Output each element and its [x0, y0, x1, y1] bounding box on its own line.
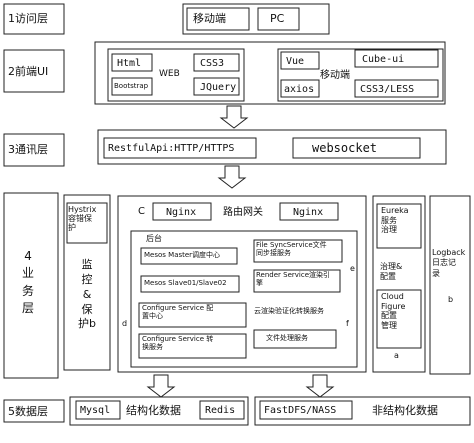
arrow-business-to-unstructured [305, 374, 335, 398]
cloud-figure-box [376, 289, 422, 349]
file-proc-label: 文件处理服务 [266, 334, 308, 342]
websocket-label: websocket [312, 141, 378, 155]
config-convert-box [138, 333, 247, 359]
governance-a: a [394, 351, 399, 360]
jquery-box [193, 77, 240, 96]
config-center-label: Configure Service 配 置中心 [142, 304, 214, 320]
governance-label: 治理& 配置 [380, 262, 403, 282]
backend-d: d [122, 319, 128, 328]
css3-label: CSS3 [200, 58, 225, 69]
file-proc-box [253, 329, 337, 349]
vue-box [280, 51, 320, 70]
css-less-box [354, 79, 439, 98]
nginx2-label: Nginx [293, 207, 324, 218]
nginx2-box [279, 202, 339, 221]
file-sync-label: File SyncService文件 同步接服务 [256, 241, 327, 257]
axios-box [280, 79, 320, 98]
logback-box [429, 195, 471, 375]
html-label: Html [117, 58, 142, 69]
layer-label-access: 1访问层 [8, 12, 48, 25]
access-pc: PC [270, 12, 285, 25]
render-box [253, 269, 341, 293]
css3-box [193, 53, 240, 72]
backend-title: 后台 [146, 234, 162, 243]
mesos-slave-label: Mesos Slave01/Slave02 [144, 279, 227, 287]
business-core-box [117, 195, 367, 373]
cube-box [354, 49, 439, 68]
monitor-label: 监 控 & 保 护b [78, 258, 96, 331]
hystrix-label: Hystrix 容错保 护 [68, 205, 97, 232]
mesos-master-box [140, 247, 238, 265]
restful-label: RestfulApi:HTTP/HTTPS [108, 143, 235, 154]
cloud-render-label: 云渲染验证化转换服务 [254, 307, 324, 315]
layer-label-box-frontend [3, 49, 65, 93]
unstructured-row-box [254, 396, 471, 426]
structured-label: 结构化数据 [126, 404, 181, 417]
logback-b: b [448, 295, 454, 304]
cube-label: Cube-ui [362, 54, 405, 65]
nginx1-label: Nginx [166, 207, 197, 218]
pc-box [257, 7, 300, 31]
backend-e: e [350, 264, 355, 273]
websocket-box [292, 137, 421, 159]
cloud-figure-label: Cloud Figure 配置 管理 [381, 292, 406, 330]
redis-box [199, 400, 245, 420]
web-group-label: WEB [159, 69, 180, 79]
backend-box [130, 230, 358, 368]
redis-label: Redis [205, 405, 236, 416]
render-label: Render Service渲染引 擎 [256, 271, 331, 287]
axios-label: axios [284, 84, 315, 95]
html-box [111, 53, 153, 72]
layer-label-box-business [3, 192, 59, 379]
access-mobile: 移动端 [193, 12, 226, 25]
hystrix-box [66, 202, 108, 244]
logback-label: Logback 日志记 录 [432, 248, 466, 278]
config-center-box [138, 302, 247, 328]
frontend-row-box [94, 41, 446, 105]
arrow-frontend-to-comm [219, 105, 249, 129]
config-convert-label: Configure Service 转 换服务 [142, 335, 214, 351]
layer-label-business: 4 业 务 层 [22, 249, 35, 316]
layer-label-comm: 3通讯层 [8, 143, 48, 156]
bootstrap-label: Bootstrap [114, 82, 149, 90]
nginx1-box [152, 202, 212, 221]
mobile-group-box [277, 48, 444, 102]
mesos-slave-box [140, 275, 240, 293]
gateway-label: 路由网关 [223, 207, 263, 218]
jquery-label: JQuery [200, 82, 237, 93]
css-less-label: CSS3/LESS [360, 84, 415, 95]
bootstrap-box [111, 77, 153, 96]
arrow-comm-to-business [217, 165, 247, 189]
layer-label-box-comm [3, 133, 65, 167]
fastdfs-box [259, 400, 353, 420]
structured-row-box [69, 396, 249, 426]
mesos-master-label: Mesos Master调度中心 [144, 251, 221, 259]
layer-label-box-access [3, 3, 65, 35]
mysql-label: Mysql [80, 405, 111, 416]
mysql-box [75, 400, 121, 420]
mobile-group-label: 移动端 [320, 70, 350, 81]
file-sync-box [253, 239, 343, 263]
fastdfs-label: FastDFS/NASS [264, 405, 337, 416]
backend-f: f [346, 319, 349, 328]
mobile-box [186, 7, 250, 31]
access-row-box [182, 3, 330, 35]
eureka-label: Eureka 服务 治理 [381, 206, 409, 235]
web-group-box [107, 48, 245, 102]
restful-box [103, 137, 257, 159]
vue-label: Vue [286, 56, 305, 67]
governance-box [372, 195, 426, 373]
arrow-business-to-structured [146, 374, 176, 398]
eureka-box [376, 203, 422, 249]
gateway-c: C [138, 206, 145, 217]
layer-label-box-data [3, 399, 65, 423]
layer-label-frontend: 2前端UI [8, 65, 49, 78]
comm-row-box [97, 129, 447, 165]
unstructured-label: 非结构化数据 [372, 404, 438, 417]
monitor-box [63, 194, 111, 371]
layer-label-data: 5数据层 [8, 405, 48, 418]
